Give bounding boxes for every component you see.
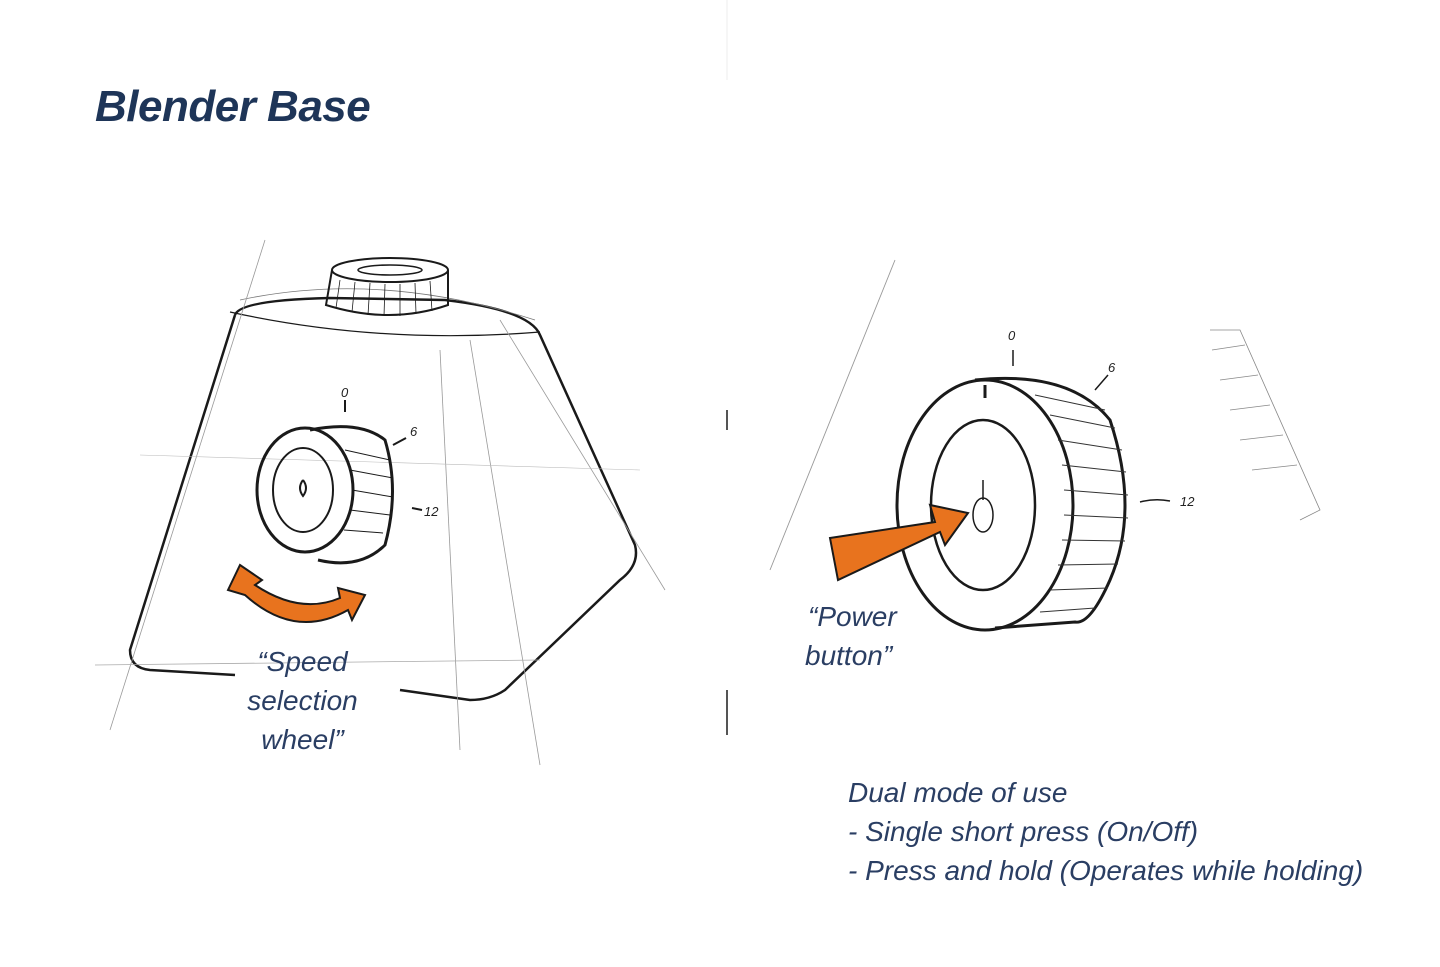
page-title: Blender Base xyxy=(95,82,371,131)
speed-wheel-caption: “Speed selection wheel” xyxy=(230,642,375,759)
blender-base-sketch xyxy=(94,239,666,766)
caption-line: “Speed xyxy=(257,646,348,677)
right-dial-label-12: 12 xyxy=(1180,494,1195,509)
power-button-caption: “Power button” xyxy=(805,597,897,675)
right-dial-label-0: 0 xyxy=(1008,328,1016,343)
left-dial-label-12: 12 xyxy=(424,504,439,519)
left-dial-label-0: 0 xyxy=(341,385,349,400)
caption-line: selection xyxy=(247,685,358,716)
left-dial-label-6: 6 xyxy=(410,424,418,439)
usage-note-item: - Single short press (On/Off) xyxy=(848,816,1199,847)
caption-line: “Power xyxy=(808,601,897,632)
usage-notes-heading: Dual mode of use xyxy=(848,777,1068,808)
power-button-sketch xyxy=(769,259,1321,632)
caption-line: wheel” xyxy=(261,724,344,755)
usage-notes: Dual mode of use - Single short press (O… xyxy=(848,773,1363,890)
right-dial-label-6: 6 xyxy=(1108,360,1116,375)
rotate-arrow-icon xyxy=(226,563,367,623)
press-arrow-icon xyxy=(828,503,970,582)
caption-line: button” xyxy=(805,640,893,671)
usage-note-item: - Press and hold (Operates while holding… xyxy=(848,855,1364,886)
